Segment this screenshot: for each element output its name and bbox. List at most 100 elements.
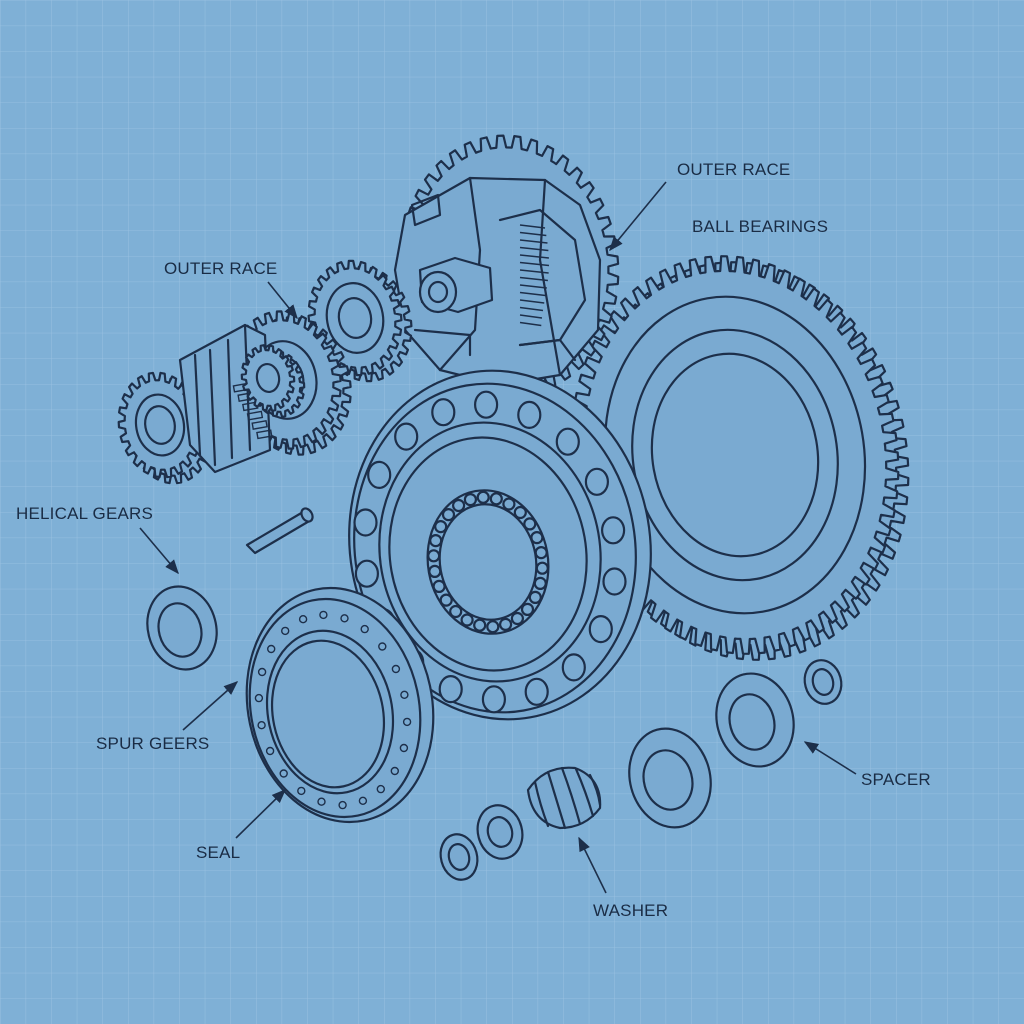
inner-ball [530, 530, 544, 545]
bearing-ball [394, 422, 419, 451]
label-helical-gears: HELICAL GEARS [16, 504, 153, 523]
small-gear-d-ring [255, 362, 281, 394]
inner-ball [476, 490, 490, 504]
inner-ball [534, 545, 548, 560]
bearing-ball [517, 400, 542, 429]
inner-ball [510, 611, 525, 626]
seal-hole [267, 644, 276, 654]
inner-ball [427, 549, 441, 563]
seal-hole [400, 690, 409, 699]
inner-ball [428, 564, 442, 579]
inner-ball [432, 579, 446, 594]
seal-hole [297, 786, 306, 796]
bearing-ball [524, 677, 549, 706]
label-seal: SEAL [196, 843, 240, 862]
label-spur-gears: SPUR GEERS [96, 734, 209, 753]
housing-inner-tooth [519, 299, 545, 304]
bearing-ball [474, 390, 499, 419]
large-gear-ring [650, 352, 820, 558]
seal-hole [340, 614, 349, 623]
seal-hole [279, 769, 288, 778]
seal-hole [399, 743, 409, 753]
label-outer-race-left: OUTER RACE [164, 259, 277, 278]
inner-ball [513, 505, 527, 520]
seal-hole [257, 721, 266, 730]
seal-hole [391, 664, 401, 674]
bearing-ball [367, 460, 392, 489]
inner-ball [499, 617, 513, 632]
callout-arrows [139, 181, 857, 894]
label-outer-race-top: OUTER RACE [677, 160, 790, 179]
bearing-ball [438, 674, 463, 704]
inner-ball [528, 590, 542, 605]
cluster-slot [251, 419, 268, 430]
inner-ball [434, 519, 448, 534]
inner-ball [502, 497, 516, 511]
small-washer-left [146, 585, 218, 671]
seal-hole [281, 626, 290, 636]
cluster-slot [246, 410, 264, 421]
seal-hole [390, 766, 399, 776]
seal-hole [257, 667, 267, 677]
inner-ball [449, 604, 463, 619]
inner-ball [489, 492, 503, 506]
inner-ball [523, 517, 537, 531]
small-gear-c-ring [134, 393, 186, 457]
housing-inner-tooth [519, 269, 549, 274]
housing-inner-tooth [519, 321, 542, 327]
seal-hole [376, 784, 385, 794]
inner-ball [463, 493, 477, 507]
inner-ball [429, 533, 443, 548]
inner-ball [473, 618, 487, 632]
seal-hole [358, 796, 368, 805]
bearing-ball [353, 508, 378, 537]
cluster-slot [256, 429, 273, 440]
small-gear-a-ring [337, 297, 373, 339]
small-helical-gear-bottom [526, 766, 602, 830]
inner-ball [460, 613, 474, 627]
bearing-ball [561, 653, 586, 682]
housing-inner-tooth [519, 231, 547, 237]
housing-inner-tooth [519, 291, 546, 297]
housing-inner-tooth [519, 261, 550, 267]
left-gear-cluster [117, 323, 306, 485]
housing-inner-tooth [519, 239, 548, 244]
bearing-ball [584, 467, 610, 496]
large-spur-gear [570, 255, 910, 661]
inner-ball [535, 561, 549, 575]
seal-ring [245, 586, 435, 824]
housing-inner-tooth [519, 254, 549, 259]
bearing-ball [354, 559, 379, 588]
housing-inner-tooth [519, 246, 549, 252]
gear-housing [393, 134, 620, 396]
bearing-ball [555, 427, 580, 456]
label-ball-bearings: BALL BEARINGS [692, 217, 828, 236]
seal-hole [298, 615, 308, 624]
housing-inner-tooth [519, 276, 548, 282]
bearing-ball [600, 516, 626, 545]
housing-inner-tooth [519, 314, 543, 319]
pin [245, 507, 314, 555]
inner-ball [533, 576, 547, 591]
bearing-ball [481, 685, 506, 714]
small-gear-c-ring [144, 405, 176, 445]
label-washer: WASHER [593, 901, 668, 920]
bearing-ball [588, 614, 613, 644]
inner-ball [486, 620, 500, 634]
seal-hole [319, 610, 328, 620]
inner-ball [452, 498, 466, 513]
main-ball-bearing [348, 369, 652, 721]
label-spacer: SPACER [861, 770, 931, 789]
housing-inner-tooth [519, 306, 544, 312]
housing-inner-tooth [519, 284, 547, 289]
seal-hole [317, 797, 326, 806]
washer-row [439, 659, 843, 881]
small-gear-a-ring [325, 282, 385, 354]
inner-ball [441, 507, 456, 522]
seal-hole [254, 693, 264, 703]
seal-hole [378, 642, 387, 651]
seal-hole [360, 624, 369, 634]
bearing-ball [602, 567, 627, 596]
